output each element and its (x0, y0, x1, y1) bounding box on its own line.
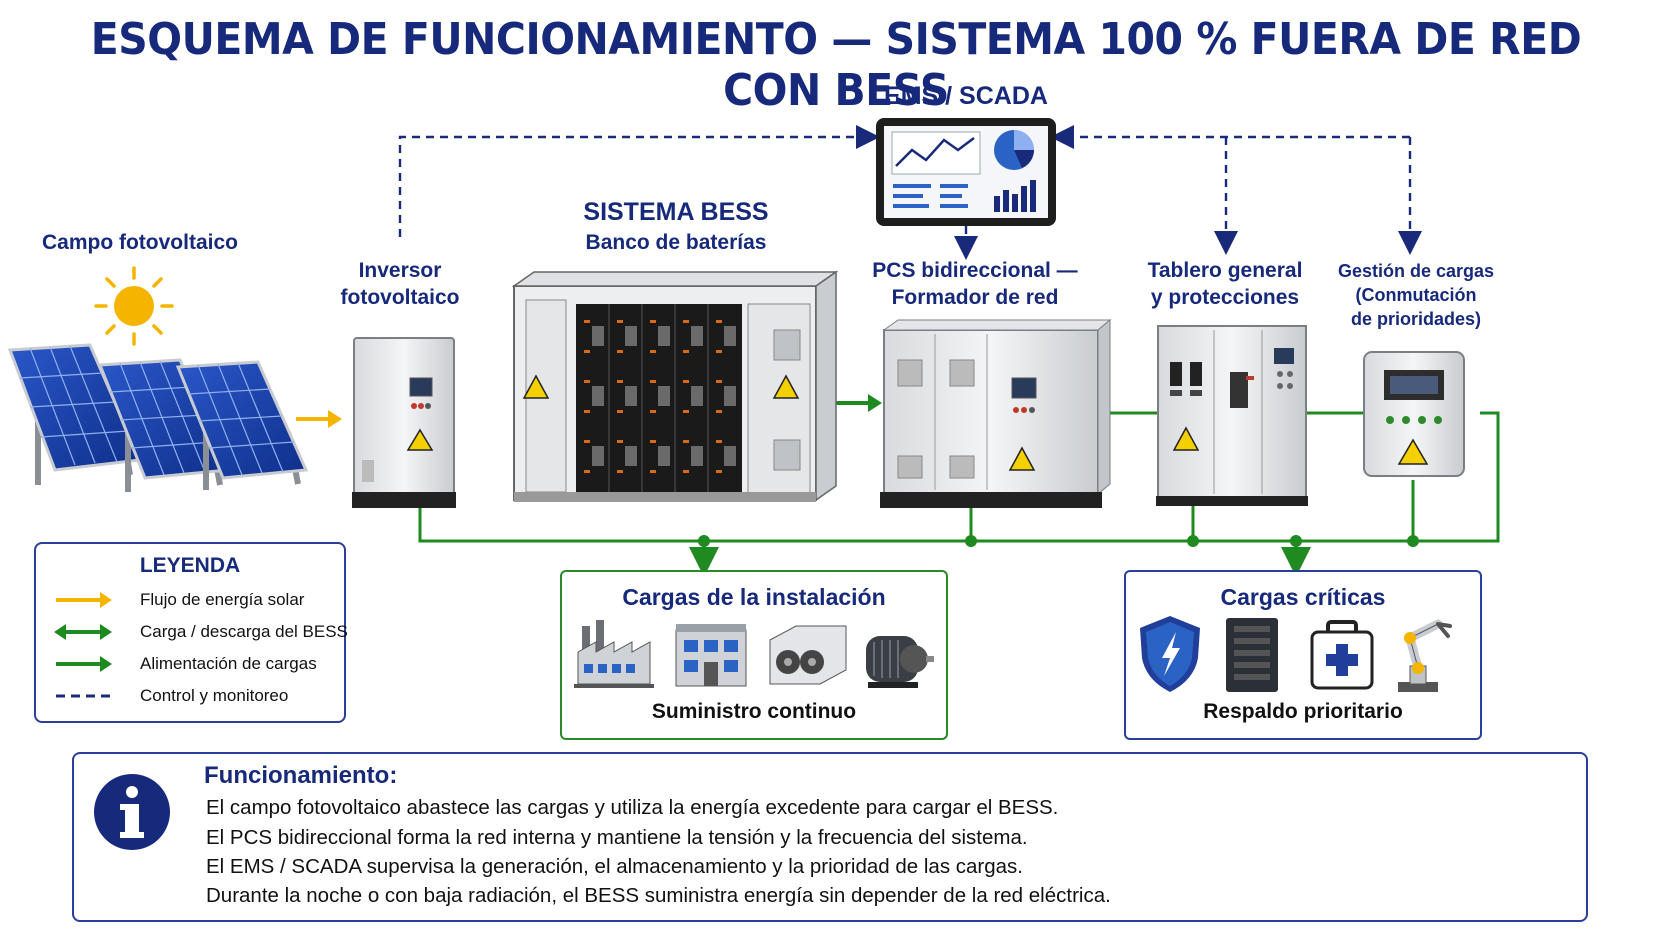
load-feed-legend-icon (56, 656, 112, 672)
pcs-label: PCS bidireccional — Formador de red (872, 259, 1078, 309)
legend-label: Control y monitoreo (140, 686, 289, 705)
control-lines (398, 125, 1422, 260)
legend-label: Carga / descarga del BESS (140, 622, 348, 641)
shield-bolt-icon (1140, 616, 1200, 692)
info-title: Funcionamiento: (204, 762, 398, 789)
legend-title: LEYENDA (139, 554, 241, 577)
page-title: ESQUEMA DE FUNCIONAMIENTO — SISTEMA 100 … (90, 14, 1582, 116)
bess-container-icon (511, 270, 839, 502)
building-icon (675, 624, 747, 687)
ems-label: EMS / SCADA (884, 82, 1048, 110)
installation-loads-box: Cargas de la instalación Suministro cont (560, 570, 948, 740)
robot-arm-icon (1398, 619, 1452, 692)
critical-loads-footer: Respaldo prioritario (1203, 700, 1403, 723)
load-management-panel-icon (1363, 351, 1465, 477)
installation-loads-title: Cargas de la instalación (622, 584, 886, 610)
info-line: El PCS bidireccional forma la red intern… (206, 826, 1028, 849)
bess-subtitle: Banco de baterías (585, 231, 767, 254)
legend-item-loads: Alimentación de cargas (50, 652, 340, 676)
info-line: El campo fotovoltaico abastece las carga… (206, 796, 1059, 819)
pcs-cabinet-icon (880, 318, 1112, 508)
control-legend-icon (56, 694, 112, 698)
power-bus (418, 411, 1500, 577)
switchboard-icon (1156, 325, 1308, 506)
solar-panels-icon (7, 343, 309, 492)
server-rack-icon (1226, 618, 1278, 692)
medical-kit-icon (1310, 620, 1374, 690)
critical-loads-icons (1140, 616, 1452, 692)
solar-flow-legend-icon (56, 592, 112, 608)
electric-motor-icon (866, 636, 934, 688)
ems-monitor-icon (876, 118, 1056, 226)
operation-info-box: Funcionamiento: El campo fotovoltaico ab… (72, 752, 1588, 922)
legend-label: Alimentación de cargas (140, 654, 317, 673)
info-line: El EMS / SCADA supervisa la generación, … (206, 855, 1023, 878)
info-line: Durante la noche o con baja radiación, e… (206, 884, 1111, 907)
load-management-label: Gestión de cargas (Conmutación de priori… (1337, 261, 1495, 329)
bess-flow-legend-icon (54, 624, 112, 640)
pv-field-label: Campo fotovoltaico (41, 231, 238, 254)
legend-item-solar: Flujo de energía solar (50, 588, 340, 612)
switchboard-label: Tablero general y protecciones (1147, 259, 1303, 309)
info-icon (94, 774, 170, 850)
critical-loads-title: Cargas críticas (1220, 584, 1386, 610)
installation-loads-icons (574, 620, 934, 688)
sun-icon (94, 266, 174, 346)
legend: LEYENDA Flujo de energía solar Carga / d… (34, 542, 348, 723)
legend-label: Flujo de energía solar (140, 590, 305, 609)
inverter-cabinet-icon (352, 337, 456, 508)
critical-loads-box: Cargas críticas Respaldo prioritario (1124, 570, 1482, 740)
legend-item-bess: Carga / descarga del BESS (50, 620, 348, 644)
hvac-unit-icon (769, 625, 847, 685)
inverter-label: Inversor fotovoltaico (340, 259, 460, 309)
bess-title: SISTEMA BESS (583, 198, 769, 226)
factory-icon (574, 620, 654, 688)
installation-loads-footer: Suministro continuo (651, 700, 857, 723)
legend-item-control: Control y monitoreo (50, 684, 340, 708)
solar-flow-arrow (296, 410, 342, 428)
